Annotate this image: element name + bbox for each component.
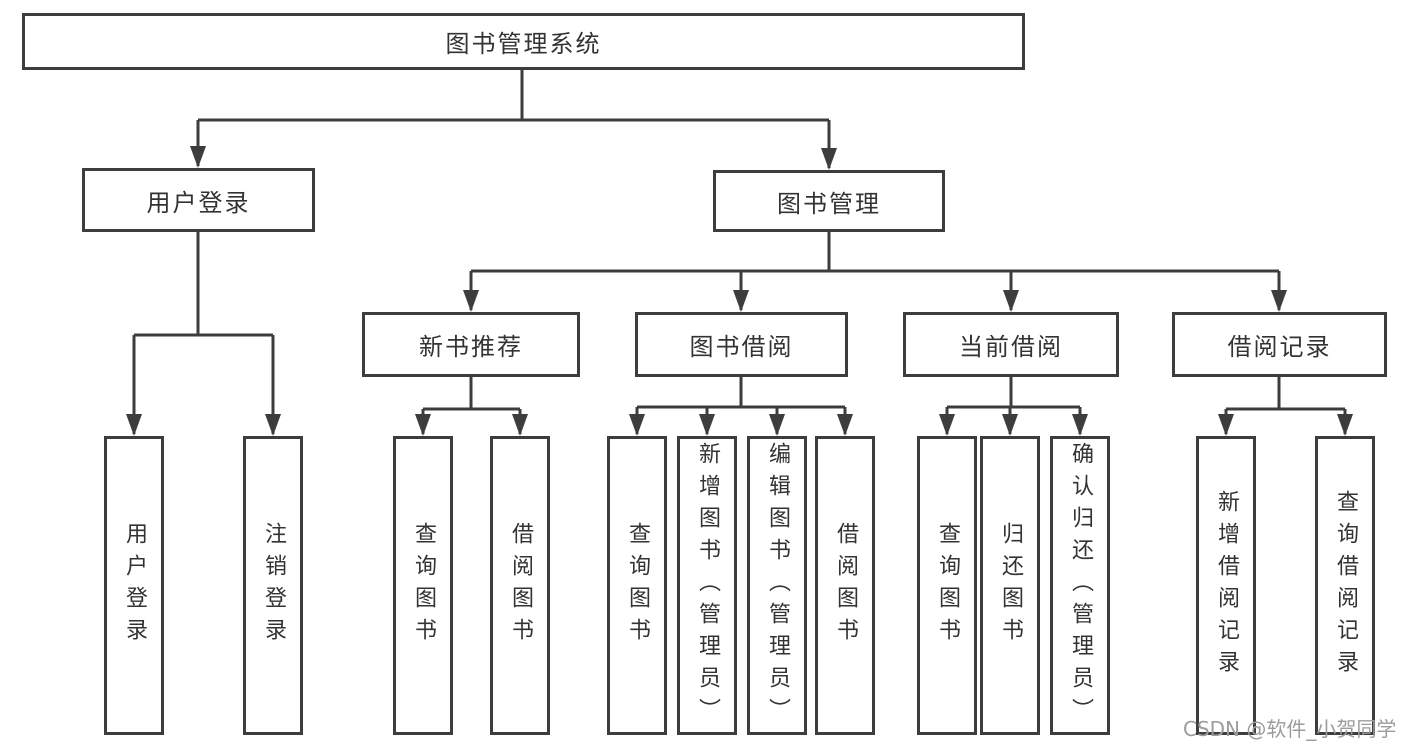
connector-root — [196, 70, 831, 168]
node-label: 新增图书（管理员） — [695, 441, 720, 730]
node-leaf-query-borrow-record: 查询借阅记录 — [1315, 436, 1375, 735]
node-leaf-confirm-return-admin: 确认归还（管理员） — [1050, 436, 1110, 735]
node-label: 查询图书 — [625, 521, 650, 650]
arrowhead-down-icons — [126, 146, 1353, 436]
node-label: 用户登录 — [146, 188, 251, 217]
connector-user-login — [132, 232, 275, 434]
connector-borrow-record — [1224, 377, 1347, 434]
node-label: 新书推荐 — [419, 333, 523, 361]
node-label: 确认归还（管理员） — [1068, 441, 1093, 730]
node-label: 用户登录 — [122, 521, 147, 650]
node-leaf-logout: 注销登录 — [243, 436, 303, 735]
node-leaf-query-book-3: 查询图书 — [917, 436, 977, 735]
node-leaf-query-book-1: 查询图书 — [393, 436, 453, 735]
node-label: 图书借阅 — [689, 333, 794, 361]
node-label: 查询借阅记录 — [1333, 489, 1358, 682]
node-label: 编辑图书（管理员） — [765, 441, 790, 730]
node-leaf-edit-book-admin: 编辑图书（管理员） — [747, 436, 807, 735]
node-leaf-borrow-book-1: 借阅图书 — [490, 436, 550, 735]
node-label: 注销登录 — [261, 521, 286, 650]
node-label: 借阅记录 — [1227, 333, 1332, 361]
node-label: 归还图书 — [998, 521, 1023, 650]
node-label: 查询图书 — [411, 521, 436, 650]
connector-book-borrow — [635, 377, 847, 434]
node-leaf-add-borrow-record: 新增借阅记录 — [1196, 436, 1256, 735]
node-label: 查询图书 — [935, 521, 960, 650]
node-leaf-add-book-admin: 新增图书（管理员） — [677, 436, 737, 735]
node-user-login: 用户登录 — [82, 168, 315, 232]
node-current-borrow: 当前借阅 — [903, 312, 1119, 377]
node-leaf-return-book: 归还图书 — [980, 436, 1040, 735]
node-leaf-user-login: 用户登录 — [104, 436, 164, 735]
connector-new-book — [421, 377, 522, 434]
csdn-watermark: CSDN @软件_小贺同学 — [1183, 717, 1397, 741]
connector-book-management — [469, 232, 1281, 310]
node-book-borrow: 图书借阅 — [635, 312, 848, 377]
node-label: 新增借阅记录 — [1214, 489, 1239, 682]
node-label: 当前借阅 — [959, 333, 1063, 361]
node-label: 图书管理 — [777, 189, 881, 218]
node-label: 图书管理系统 — [445, 30, 602, 58]
node-root-system: 图书管理系统 — [22, 13, 1025, 70]
node-borrow-record: 借阅记录 — [1172, 312, 1387, 377]
node-label: 借阅图书 — [833, 521, 858, 650]
node-leaf-query-book-2: 查询图书 — [607, 436, 667, 735]
node-new-book-recommend: 新书推荐 — [362, 312, 580, 377]
node-label: 借阅图书 — [508, 521, 533, 650]
node-book-management: 图书管理 — [713, 170, 945, 232]
node-leaf-borrow-book-2: 借阅图书 — [815, 436, 875, 735]
